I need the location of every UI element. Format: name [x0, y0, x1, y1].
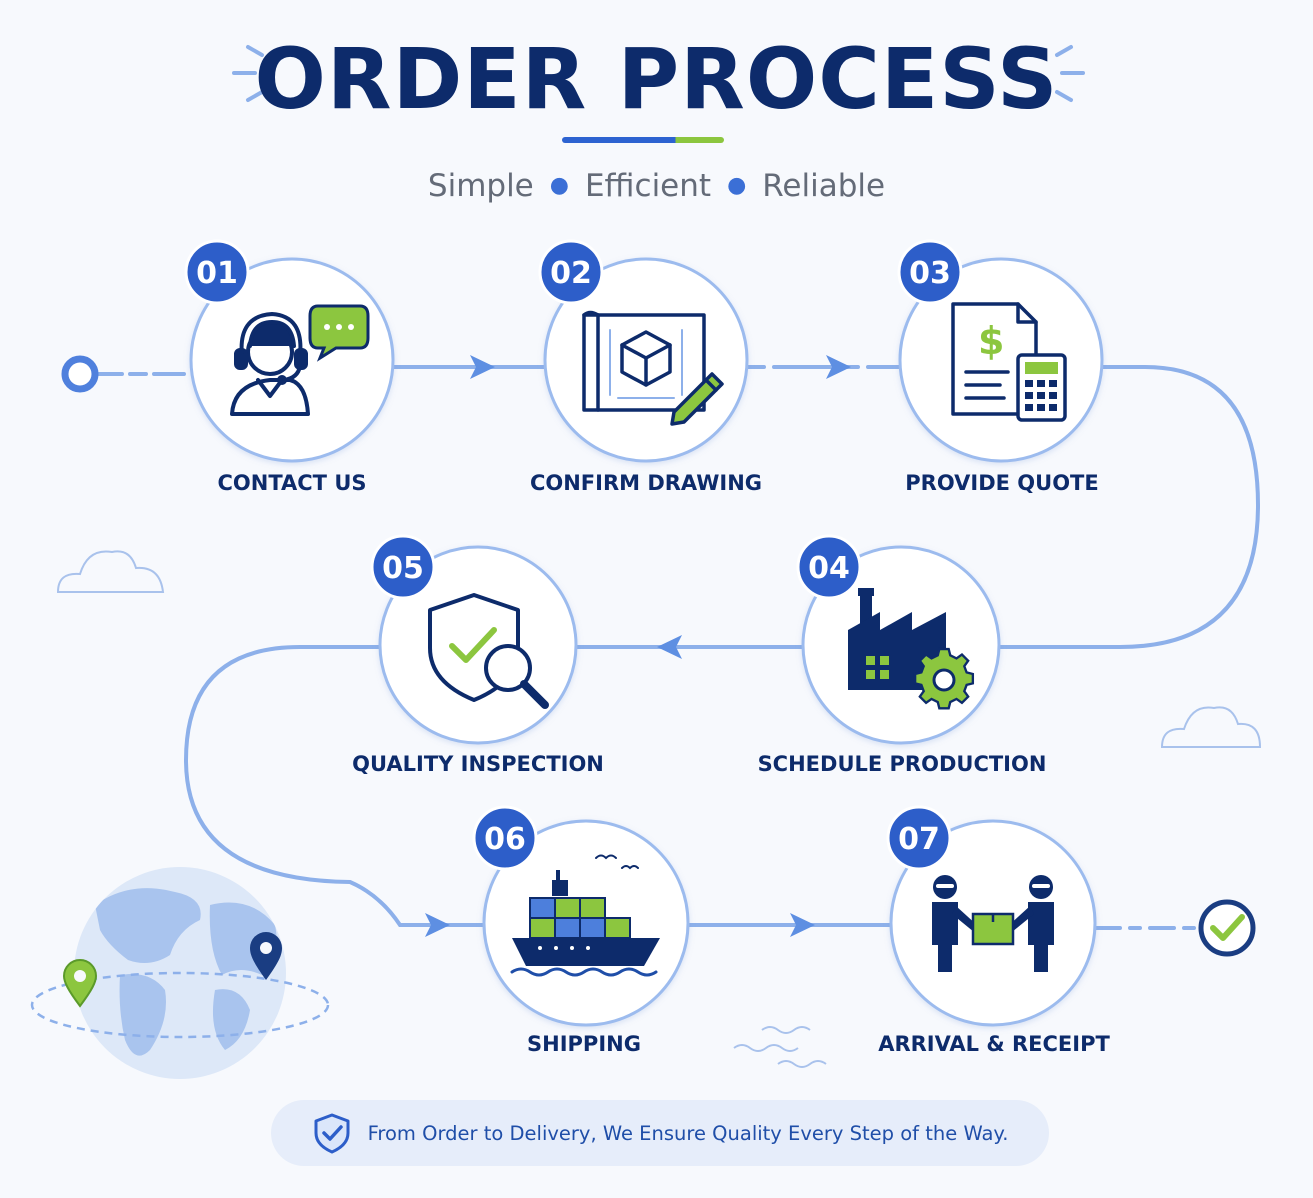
step-label-arrival-receipt: ARRIVAL & RECEIPT: [878, 1032, 1110, 1056]
blueprint-drawing-icon: [582, 310, 724, 426]
tagline-item: Reliable: [762, 168, 886, 204]
separator-dot: ●: [549, 173, 569, 198]
step-badge: 07: [886, 805, 952, 871]
step-number: 02: [550, 256, 592, 291]
step-badge: 06: [472, 805, 538, 871]
title-sparks-left: [232, 45, 264, 102]
map-pin-icon: [250, 932, 282, 980]
step-label-provide-quote: PROVIDE QUOTE: [905, 471, 1099, 495]
gear-icon: [913, 647, 975, 710]
step-badge: 02: [538, 239, 604, 305]
cargo-ship-icon: [510, 854, 660, 977]
handover-package-icon: [932, 875, 1054, 972]
waves-decoration: [733, 1026, 827, 1068]
tagline-item: Simple: [427, 168, 534, 204]
step-label-contact-us: CONTACT US: [217, 471, 367, 495]
globe-icon: [30, 867, 330, 1079]
tagline: Simple ● Efficient ● Reliable: [0, 168, 1313, 204]
step-badge: 05: [370, 534, 436, 600]
quote-calculator-icon: $: [951, 302, 1067, 422]
shield-magnifier-icon: [428, 593, 549, 709]
start-node: [61, 355, 99, 393]
headset-support-icon: [230, 312, 310, 416]
shield-check-icon: [314, 1113, 350, 1154]
step-number: 04: [808, 551, 850, 586]
step-badge: 03: [897, 239, 963, 305]
step-label-schedule-production: SCHEDULE PRODUCTION: [757, 752, 1047, 776]
tagline-item: Efficient: [584, 168, 712, 204]
cloud-icon: [1160, 706, 1262, 748]
step-label-quality-inspection: QUALITY INSPECTION: [352, 752, 604, 776]
step-number: 05: [382, 551, 424, 586]
title-sparks-right: [1055, 45, 1085, 102]
birds-decoration: [595, 854, 639, 870]
map-pin-icon: [62, 959, 98, 1008]
separator-dot: ●: [727, 173, 747, 198]
factory-gear-icon: [848, 588, 975, 710]
step-number: 03: [909, 256, 951, 291]
end-check-icon: [1198, 899, 1256, 957]
step-label-confirm-drawing: CONFIRM DRAWING: [529, 471, 763, 495]
flow-arrow-icon: [425, 355, 851, 937]
flow-path: [90, 365, 1261, 930]
chat-bubble-icon: [308, 304, 370, 362]
page-title: ORDER PROCESS: [254, 30, 1059, 128]
step-number: 06: [484, 822, 526, 857]
footer-text: From Order to Delivery, We Ensure Qualit…: [367, 1121, 1009, 1145]
svg-text:$: $: [978, 319, 1004, 363]
step-label-shipping: SHIPPING: [527, 1032, 641, 1056]
step-badge: 01: [184, 239, 250, 305]
step-number: 07: [898, 822, 940, 857]
title-underline: [562, 137, 724, 143]
footer-banner: From Order to Delivery, We Ensure Qualit…: [271, 1100, 1049, 1166]
cloud-icon: [56, 550, 165, 593]
step-number: 01: [196, 256, 238, 291]
step-badge: 04: [796, 534, 862, 600]
